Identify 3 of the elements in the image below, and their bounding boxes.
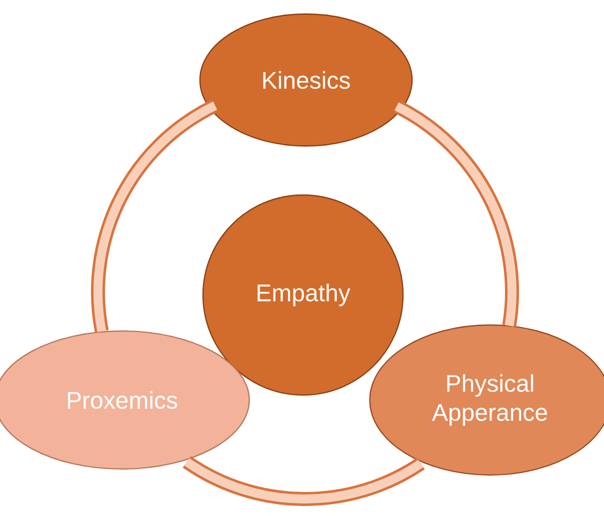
- ring-segment: [91, 99, 219, 332]
- ring-segment: [183, 456, 424, 506]
- ring-segment: [393, 100, 519, 326]
